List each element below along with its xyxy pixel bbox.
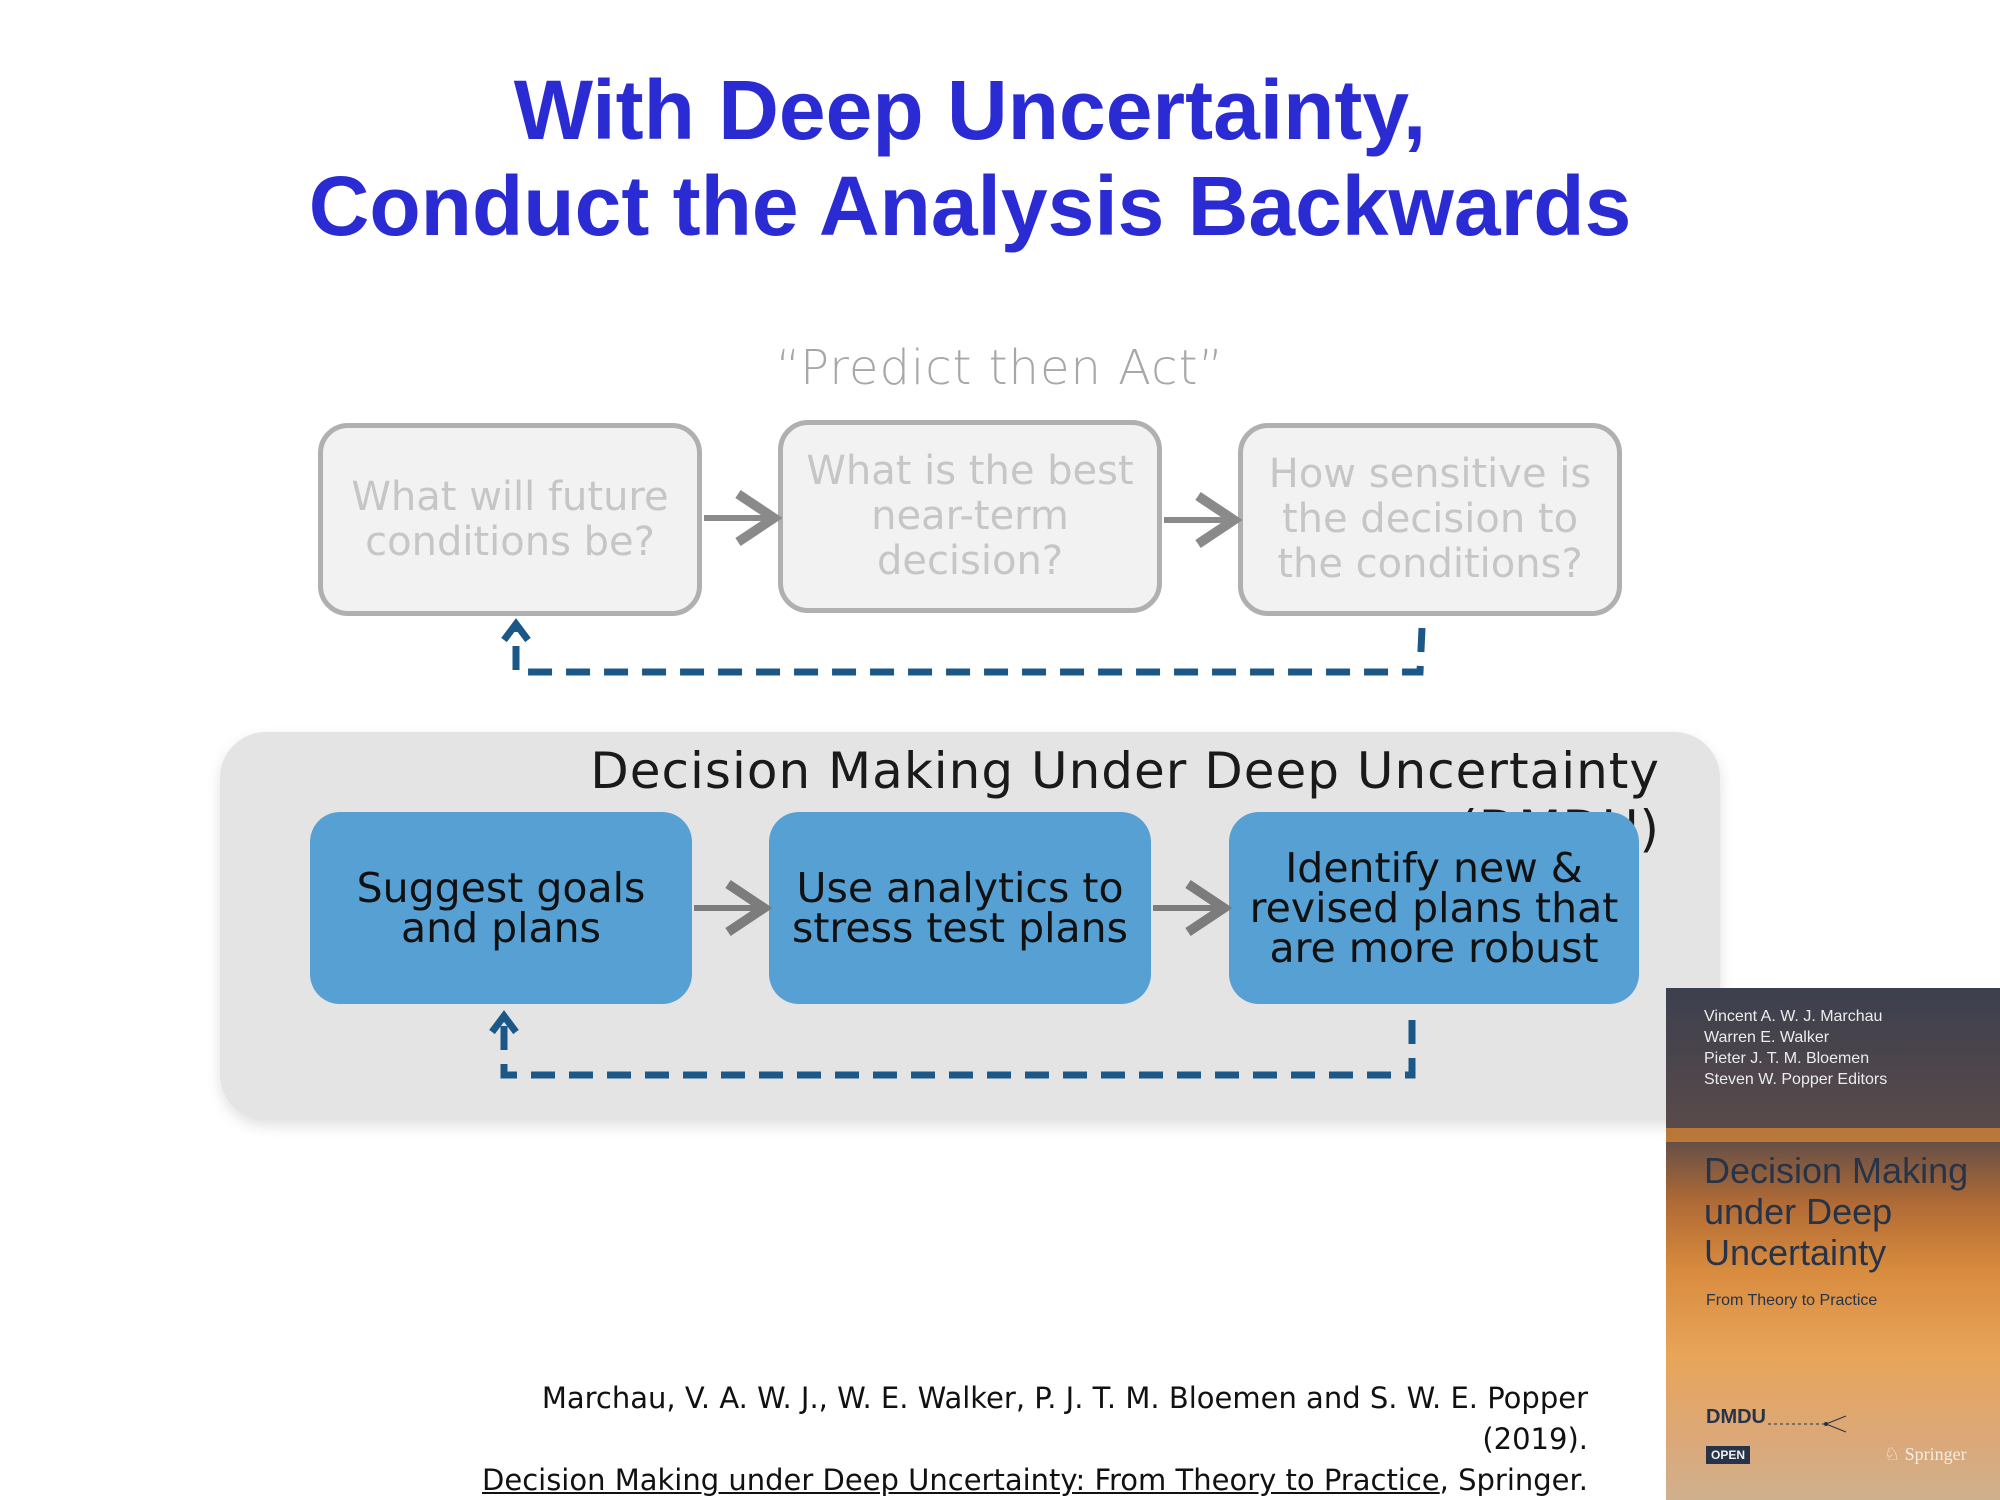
book-title-line: Decision Making (1704, 1150, 1969, 1191)
book-author: Steven W. Popper Editors (1704, 1071, 1888, 1088)
book-cover-publisher: ♘ Springer (1884, 1444, 1967, 1465)
slide-title: With Deep Uncertainty, Conduct the Analy… (0, 62, 1940, 254)
book-cover-logo-graphic (1768, 1415, 1847, 1433)
dmdu-step-suggest-goals: Suggest goals and plans (310, 812, 692, 1004)
citation-publisher: , Springer. (1439, 1463, 1588, 1497)
dmdu-feedback-arrowhead (489, 1010, 519, 1035)
citation-book-line: Decision Making under Deep Uncertainty: … (440, 1460, 1588, 1500)
pta-feedback-arrowhead (501, 618, 531, 643)
book-cover-authors: Vincent A. W. J. Marchau Warren E. Walke… (1704, 1006, 1887, 1090)
book-cover-series-logo: DMDU (1706, 1406, 1766, 1428)
book-cover-publisher-name: Springer (1904, 1444, 1967, 1464)
pta-feedback-arrow (512, 626, 1426, 676)
springer-horse-icon: ♘ (1884, 1444, 1905, 1464)
book-title-line: under Deep (1704, 1191, 1893, 1232)
pta-step-sensitivity: How sensitive is the decision to the con… (1238, 423, 1622, 616)
title-line-1: With Deep Uncertainty, (513, 63, 1427, 157)
book-author: Warren E. Walker (1704, 1029, 1830, 1046)
dmdu-feedback-arrow (500, 1020, 1416, 1079)
pta-step-future-conditions: What will future conditions be? (318, 423, 702, 616)
citation-book-title: Decision Making under Deep Uncertainty: … (482, 1463, 1440, 1497)
dmdu-step-2-text: Use analytics to stress test plans (791, 864, 1129, 952)
dmdu-step-1-text: Suggest goals and plans (356, 864, 646, 952)
book-title-line: Uncertainty (1704, 1232, 1887, 1273)
pta-step-3-text: How sensitive is the decision to the con… (1268, 451, 1592, 587)
book-cover-title: Decision Making under Deep Uncertainty (1704, 1150, 1968, 1273)
title-line-2: Conduct the Analysis Backwards (308, 159, 1632, 253)
predict-then-act-label: “Predict then Act” (775, 340, 1225, 396)
citation: Marchau, V. A. W. J., W. E. Walker, P. J… (440, 1378, 1588, 1500)
pta-step-best-decision: What is the best near-term decision? (778, 420, 1162, 613)
book-cover-image: Vincent A. W. J. Marchau Warren E. Walke… (1666, 988, 2000, 1500)
book-cover-open-badge: OPEN (1706, 1446, 1751, 1464)
dmdu-step-3-text: Identify new & revised plans that are mo… (1249, 844, 1619, 972)
pta-step-2-text: What is the best near-term decision? (806, 448, 1134, 584)
dmdu-step-stress-test: Use analytics to stress test plans (769, 812, 1151, 1004)
citation-authors: Marchau, V. A. W. J., W. E. Walker, P. J… (541, 1381, 1588, 1456)
pta-step-1-text: What will future conditions be? (351, 473, 669, 565)
book-cover-subtitle: From Theory to Practice (1706, 1292, 1878, 1309)
book-author: Pieter J. T. M. Bloemen (1704, 1050, 1870, 1067)
book-author: Vincent A. W. J. Marchau (1704, 1008, 1883, 1025)
dmdu-step-robust-plans: Identify new & revised plans that are mo… (1229, 812, 1639, 1004)
book-cover-band (1666, 1128, 2000, 1142)
